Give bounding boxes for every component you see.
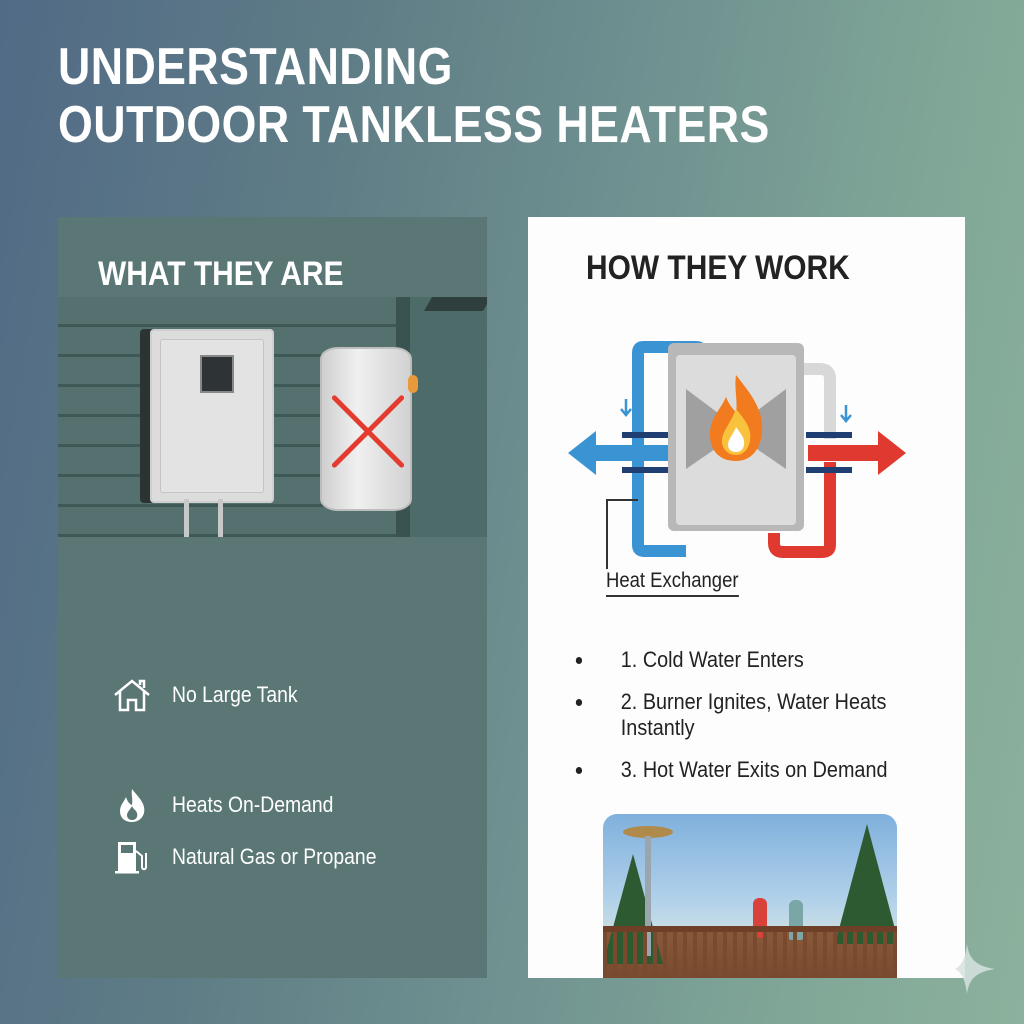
house-icon — [114, 679, 150, 712]
feature-label: Natural Gas or Propane — [172, 844, 377, 869]
feature-heats-on-demand: Heats On-Demand — [112, 787, 355, 823]
title-line-2: OUTDOOR TANKLESS HEATERS — [58, 96, 770, 154]
roof-eave — [423, 297, 487, 311]
step-item: 3. Hot Water Exits on Demand — [574, 757, 918, 783]
feature-natural-gas-or-propane: Natural Gas or Propane — [112, 839, 404, 875]
callout-leader-line — [606, 499, 638, 569]
outdoor-deck-photo — [603, 814, 897, 978]
step-item: 1. Cold Water Enters — [574, 647, 918, 673]
tank-water-heater — [320, 347, 418, 511]
heater-comparison-illustration — [58, 297, 487, 537]
hot-water-arrow — [808, 431, 906, 475]
flame-icon — [120, 789, 145, 822]
step-item: 2. Burner Ignites, Water Heats Instantly — [574, 689, 918, 741]
control-display — [200, 355, 234, 393]
deck-railing — [603, 926, 897, 978]
feature-no-large-tank: No Large Tank — [112, 677, 315, 713]
how-they-work-panel: HOW THEY WORK Heat Exchanger 1. Cold Wat… — [528, 217, 965, 978]
how-they-work-heading: HOW THEY WORK — [586, 249, 850, 287]
pipe — [218, 499, 223, 537]
heat-exchanger-diagram — [568, 341, 906, 558]
tankless-heater-unit — [150, 329, 274, 503]
what-they-are-heading: WHAT THEY ARE — [98, 255, 344, 293]
page-title: UNDERSTANDING OUTDOOR TANKLESS HEATERS — [58, 38, 770, 154]
title-line-1: UNDERSTANDING — [58, 38, 453, 96]
process-steps-list: 1. Cold Water Enters 2. Burner Ignites, … — [574, 647, 956, 799]
heat-exchanger-label: Heat Exchanger — [606, 569, 739, 597]
patio-heater — [623, 826, 673, 838]
cold-water-arrow — [568, 431, 668, 475]
feature-label: Heats On-Demand — [172, 792, 334, 817]
what-they-are-panel: WHAT THEY ARE No Large Tank Heats On-Dem… — [58, 217, 487, 978]
pipe — [184, 499, 189, 537]
feature-label: No Large Tank — [172, 682, 298, 707]
gas-pump-icon — [115, 842, 147, 874]
sparkle-icon — [955, 944, 995, 994]
